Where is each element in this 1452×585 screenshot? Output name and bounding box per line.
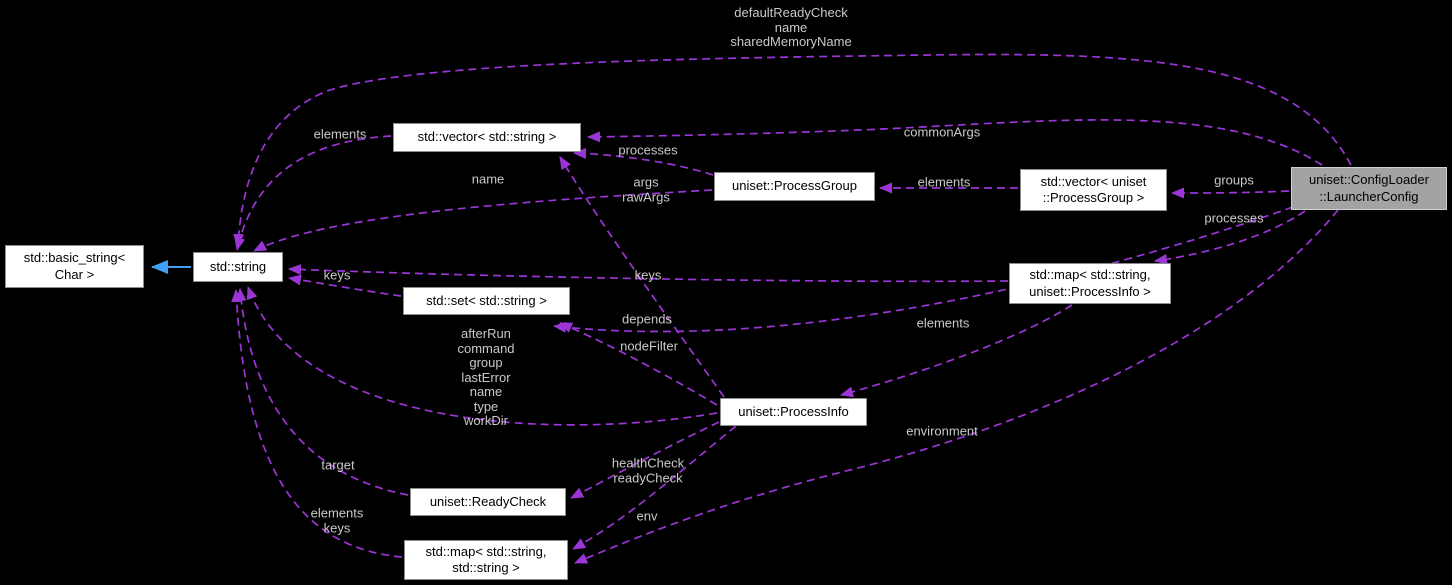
edge-launcher-to-string-names bbox=[233, 53, 1352, 247]
node-process-info[interactable]: uniset::ProcessInfo bbox=[720, 398, 867, 426]
edge-label-map-elements: elements bbox=[916, 315, 970, 331]
node-std-vector-string[interactable]: std::vector< std::string > bbox=[393, 123, 581, 152]
node-label: ::ProcessGroup > bbox=[1042, 190, 1145, 205]
edge-launcher-groups bbox=[1171, 187, 1290, 199]
edge-set-keys bbox=[288, 274, 402, 297]
edge-launcher-environment bbox=[574, 209, 1339, 564]
node-label: uniset::ConfigLoader bbox=[1309, 172, 1429, 188]
edge-label-set-keys: keys bbox=[323, 267, 351, 283]
node-std-basic-string[interactable]: std::basic_string< Char > bbox=[5, 245, 144, 288]
edge-label-launcher-nodefilter: nodeFilter bbox=[620, 338, 678, 354]
edge-label-group-processes: processes bbox=[618, 142, 678, 158]
edge-group-processes bbox=[573, 147, 714, 176]
node-label: Char > bbox=[54, 266, 95, 282]
node-std-string[interactable]: std::string bbox=[193, 252, 283, 282]
edge-label-mapss-elements-keys: elements keys bbox=[310, 505, 364, 535]
node-label: ::LauncherConfig bbox=[1319, 188, 1419, 204]
edge-mappi-keys bbox=[288, 264, 1009, 283]
edge-label-map-keys: keys bbox=[634, 267, 662, 283]
edge-check-target bbox=[235, 288, 409, 496]
edge-launcher-commonargs bbox=[587, 119, 1323, 166]
node-label: std::string > bbox=[452, 560, 520, 575]
edge-label-launcher-environment: environment bbox=[906, 423, 978, 439]
edge-launcher-processes bbox=[1154, 210, 1306, 265]
node-std-map-string-string[interactable]: std::map< std::string, std::string > bbox=[404, 540, 568, 580]
edge-label-info-checks: healthCheck readyCheck bbox=[611, 455, 685, 485]
node-label: uniset::ProcessInfo > bbox=[1029, 283, 1151, 299]
edge-label-launcher-processes: processes bbox=[1204, 210, 1264, 226]
edge-mappi-elements bbox=[840, 304, 1073, 398]
edge-label-vector-elements: elements bbox=[313, 126, 367, 142]
node-launcher-config-current: uniset::ConfigLoader ::LauncherConfig bbox=[1291, 167, 1447, 210]
edge-label-info-env: env bbox=[636, 508, 658, 524]
edge-info-checks bbox=[570, 421, 720, 499]
edge-label-groups-elements: elements bbox=[917, 174, 971, 190]
node-label: std::basic_string< bbox=[23, 250, 126, 266]
edge-vector-elements bbox=[234, 135, 392, 251]
edge-info-env bbox=[572, 425, 737, 550]
edge-info-depends bbox=[559, 322, 718, 406]
edge-info-strings bbox=[246, 286, 718, 426]
node-label: uniset::ProcessInfo bbox=[738, 403, 849, 419]
edge-label-launcher-groups: groups bbox=[1214, 172, 1254, 188]
node-label: std::map< std::string, bbox=[1029, 267, 1151, 283]
edge-label-group-name: name bbox=[471, 171, 505, 187]
node-label: std::vector< std::string > bbox=[417, 129, 557, 145]
edge-label-info-depends: depends bbox=[622, 311, 672, 327]
node-label: std::map< std::string, bbox=[425, 543, 547, 559]
node-label: uniset::ReadyCheck bbox=[429, 493, 547, 509]
edge-label-info-strings: afterRun command group lastError name ty… bbox=[457, 326, 515, 429]
edge-label-info-args: args rawArgs bbox=[622, 174, 670, 204]
edge-label-launcher-strings: defaultReadyCheck name sharedMemoryName bbox=[730, 5, 852, 50]
node-std-map-string-processinfo[interactable]: std::map< std::string, uniset::ProcessIn… bbox=[1009, 263, 1171, 304]
edge-label-check-target: target bbox=[321, 457, 355, 473]
edge-label-commonargs: commonArgs bbox=[903, 124, 981, 140]
node-std-vector-process-group[interactable]: std::vector< uniset ::ProcessGroup > bbox=[1020, 169, 1167, 211]
edge-info-args-rawargs bbox=[559, 156, 725, 398]
node-label: uniset::ProcessGroup bbox=[731, 178, 857, 194]
node-label: std::set< std::string > bbox=[426, 292, 547, 308]
node-label: std::vector< uniset bbox=[1040, 173, 1147, 189]
node-process-group[interactable]: uniset::ProcessGroup bbox=[714, 172, 875, 201]
node-ready-check[interactable]: uniset::ReadyCheck bbox=[410, 488, 566, 516]
edge-group-name bbox=[253, 189, 713, 252]
edge-mapss-elements-keys bbox=[231, 289, 403, 558]
node-label: std::string bbox=[209, 258, 267, 274]
node-std-set-string[interactable]: std::set< std::string > bbox=[403, 287, 570, 315]
